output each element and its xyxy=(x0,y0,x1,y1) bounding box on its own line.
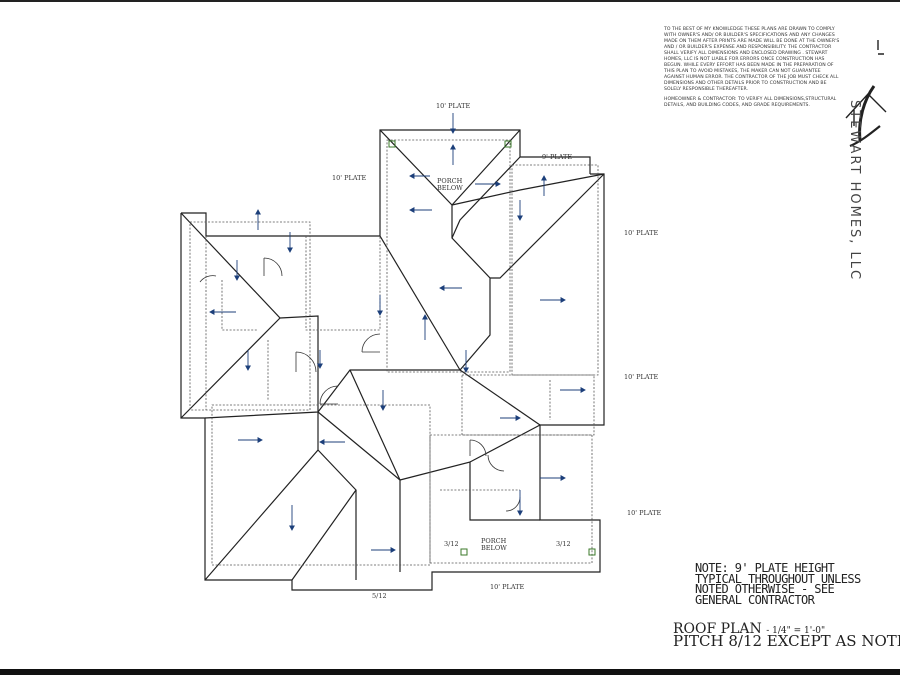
slope-arrow-head xyxy=(319,439,325,445)
slope-arrow-head xyxy=(439,285,445,291)
company-name-vertical: STEWART HOMES, LLC xyxy=(847,100,862,282)
plate-label-top-right: 9' PLATE xyxy=(542,153,572,161)
slope-arrow-head xyxy=(377,310,383,316)
slope-arrow-head xyxy=(463,367,469,373)
title-main: ROOF PLAN xyxy=(673,621,762,637)
slope-arrow-head xyxy=(380,405,386,411)
slope-arrow-head xyxy=(234,275,240,281)
plate-height-note: NOTE: 9' PLATE HEIGHT TYPICAL THROUGHOUT… xyxy=(695,561,861,607)
slope-arrow-head xyxy=(515,415,521,421)
slope-arrow-head xyxy=(409,207,415,213)
downspout-markers xyxy=(388,140,596,556)
slope-arrow-head xyxy=(289,525,295,531)
plate-label-right-upper: 10' PLATE xyxy=(624,229,658,237)
slope-arrow-head xyxy=(450,144,456,150)
slope-arrow-head xyxy=(409,173,415,179)
pitch-label-right: 3/12 xyxy=(556,540,571,548)
wall-lines-dashed xyxy=(189,139,599,566)
slope-arrow-head xyxy=(495,181,501,187)
slope-arrow-head xyxy=(560,475,566,481)
slope-arrow-head xyxy=(287,247,293,253)
door-swings xyxy=(199,257,521,512)
plate-label-right-middle: 10' PLATE xyxy=(624,373,658,381)
slope-arrow-head xyxy=(541,175,547,181)
slope-arrow-head xyxy=(580,387,586,393)
company-logo xyxy=(845,40,887,148)
slope-arrows xyxy=(209,113,586,553)
slope-arrow-head xyxy=(209,309,215,315)
disclaimer-paragraph-1: TO THE BEST OF MY KNOWLEDGE THESE PLANS … xyxy=(664,27,840,92)
title-scale: - 1/4" = 1'-0" xyxy=(766,626,826,636)
slope-arrow-head xyxy=(450,128,456,134)
plate-label-right-lower: 10' PLATE xyxy=(627,509,661,517)
roof-plan-title: ROOF PLAN - 1/4" = 1'-0" xyxy=(673,621,825,637)
slope-arrow-head xyxy=(517,510,523,516)
slope-arrow-head xyxy=(245,365,251,371)
roof-outline xyxy=(180,129,605,591)
slope-arrow-head xyxy=(560,297,566,303)
plate-label-upper-left: 10' PLATE xyxy=(332,174,366,182)
pitch-title: PITCH 8/12 EXCEPT AS NOTED xyxy=(673,632,900,650)
slope-arrow-head xyxy=(257,437,263,443)
slope-arrow-head xyxy=(422,314,428,320)
slope-arrow-head xyxy=(317,363,323,369)
slope-arrow-head xyxy=(390,547,396,553)
pitch-label-porch: 5/12 xyxy=(372,592,387,600)
slope-arrow-head xyxy=(517,215,523,221)
sheet-border-top xyxy=(0,0,900,2)
slope-arrow-head xyxy=(255,209,261,215)
plate-label-top: 10' PLATE xyxy=(436,102,470,110)
labels: 10' PLATE 9' PLATE 10' PLATE 10' PLATE 1… xyxy=(332,102,661,600)
plate-label-bottom: 10' PLATE xyxy=(490,583,524,591)
sheet-border-bottom xyxy=(0,669,900,675)
disclaimer-paragraph-2: HOMEOWNER & CONTRACTOR: TO VERIFY ALL DI… xyxy=(664,97,837,108)
pitch-label-left: 3/12 xyxy=(444,540,459,548)
disclaimer-text: TO THE BEST OF MY KNOWLEDGE THESE PLANS … xyxy=(664,27,842,113)
